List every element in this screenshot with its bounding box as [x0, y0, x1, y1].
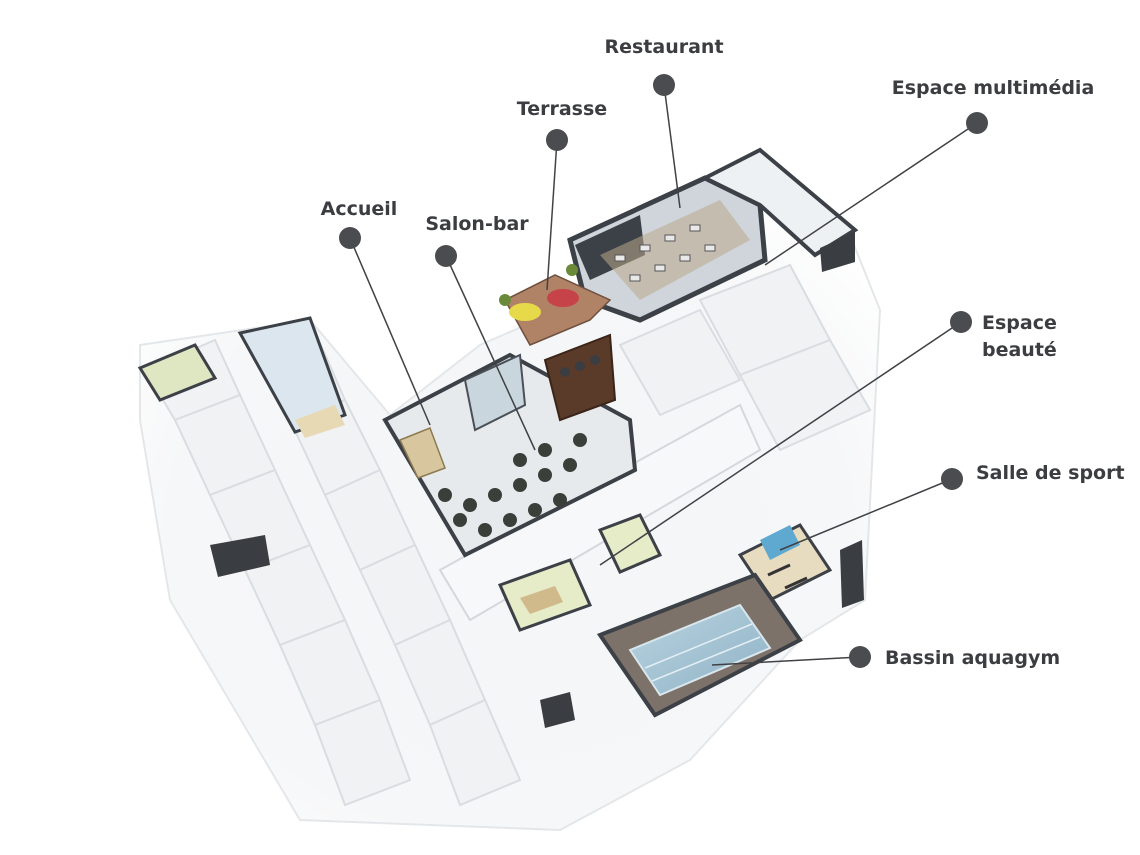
callout-label-salle-de-sport: Salle de sport: [976, 462, 1125, 484]
lounge-chairs: [438, 433, 587, 537]
callout-dot: [966, 112, 988, 134]
pool-water: [628, 603, 772, 697]
callout-label-espace-beaute-line2: beauté: [982, 339, 1057, 361]
callout-espace-beaute: Espace beauté: [599, 311, 1057, 566]
callout-label-restaurant: Restaurant: [604, 36, 723, 58]
callout-dot: [950, 311, 972, 333]
glass-vestibule: [463, 353, 527, 432]
reception-desk: [398, 427, 446, 479]
callout-label-espace-multimedia: Espace multimédia: [892, 77, 1095, 99]
callout-restaurant: Restaurant: [604, 36, 724, 209]
umbrella-red: [547, 289, 579, 307]
callout-bassin-aquagym: Bassin aquagym: [711, 646, 1060, 669]
callout-dot: [653, 74, 675, 96]
callout-dot: [546, 129, 568, 151]
left-wing: [143, 318, 522, 807]
callout-label-espace-beaute-line1: Espace: [982, 312, 1057, 334]
callout-salon-bar: Salon-bar: [425, 213, 536, 451]
terrasse-area: [499, 264, 612, 346]
callout-label-bassin-aquagym: Bassin aquagym: [885, 647, 1060, 669]
callout-terrasse: Terrasse: [517, 98, 607, 291]
callout-espace-multimedia: Espace multimédia: [764, 77, 1095, 266]
callout-dot: [435, 245, 457, 267]
callout-dot: [339, 227, 361, 249]
callout-salle-de-sport: Salle de sport: [779, 462, 1125, 551]
beauty-cabin-2: [597, 513, 663, 574]
callout-dot: [849, 646, 871, 668]
callout-accueil: Accueil: [321, 198, 431, 426]
room-green-left: [137, 343, 218, 402]
callout-label-terrasse: Terrasse: [517, 98, 607, 120]
callout-label-accueil: Accueil: [321, 198, 398, 220]
pool-area: [596, 572, 803, 718]
umbrella-yellow: [509, 303, 541, 321]
corridor: [438, 403, 762, 622]
room-blue-left: [237, 316, 347, 434]
callout-label-salon-bar: Salon-bar: [425, 213, 529, 235]
callout-dot: [941, 468, 963, 490]
restaurant-area: [567, 147, 859, 323]
